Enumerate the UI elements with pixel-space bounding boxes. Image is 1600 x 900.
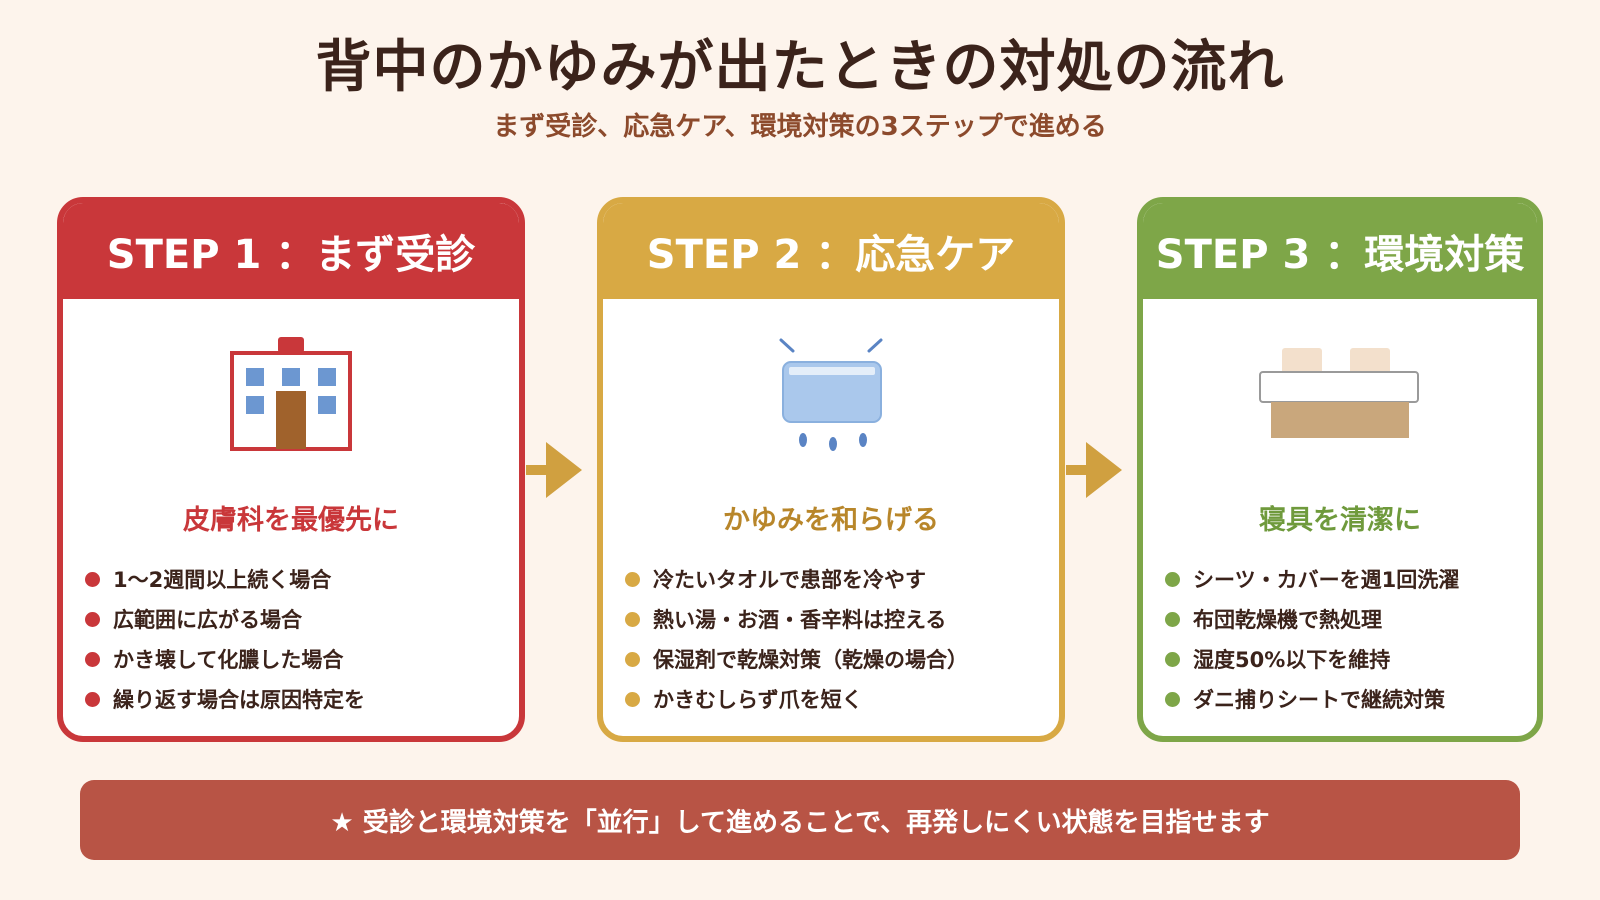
- step-2-list: 冷たいタオルで患部を冷やす 熱い湯・お酒・香辛料は控える 保湿剤で乾燥対策（乾燥…: [603, 551, 1059, 719]
- bullet-dot-icon: [85, 651, 100, 667]
- list-item: ダニ捕りシートで継続対策: [1165, 679, 1537, 719]
- bullet-dot-icon: [1165, 691, 1180, 707]
- list-item: シーツ・カバーを週1回洗濯: [1165, 559, 1537, 599]
- arrow-right-icon: [526, 442, 582, 498]
- page-title: 背中のかゆみが出たときの対処の流れ: [315, 35, 1285, 100]
- list-item: 湿度50%以下を維持: [1165, 639, 1537, 679]
- bullet-dot-icon: [85, 571, 100, 587]
- list-item: 1〜2週間以上続く場合: [85, 559, 519, 599]
- bullet-dot-icon: [625, 611, 640, 627]
- bed-icon: [1259, 348, 1419, 438]
- step-1-subheading: 皮膚科を最優先に: [183, 505, 399, 536]
- step-3-heading: STEP 3 ：環境対策: [1143, 203, 1537, 299]
- bullet-dot-icon: [1165, 611, 1180, 627]
- step-3-list: シーツ・カバーを週1回洗濯 布団乾燥機で熱処理 湿度50%以下を維持 ダニ捕りシ…: [1143, 551, 1537, 719]
- list-item: 布団乾燥機で熱処理: [1165, 599, 1537, 639]
- bullet-dot-icon: [625, 651, 640, 667]
- list-item: 繰り返す場合は原因特定を: [85, 679, 519, 719]
- bullet-dot-icon: [625, 571, 640, 587]
- list-item: かきむしらず爪を短く: [625, 679, 1059, 719]
- list-item: かき壊して化膿した場合: [85, 639, 519, 679]
- bullet-dot-icon: [1165, 571, 1180, 587]
- bullet-dot-icon: [625, 691, 640, 707]
- step-1-heading: STEP 1 ：まず受診: [63, 203, 519, 299]
- cold-towel-icon: [779, 338, 883, 451]
- bullet-dot-icon: [85, 691, 100, 707]
- bullet-dot-icon: [1165, 651, 1180, 667]
- step-1-list: 1〜2週間以上続く場合 広範囲に広がる場合 かき壊して化膿した場合 繰り返す場合…: [63, 551, 519, 719]
- step-3-subheading: 寝具を清潔に: [1259, 505, 1421, 536]
- list-item: 保湿剤で乾燥対策（乾燥の場合）: [625, 639, 1059, 679]
- step-2-subheading: かゆみを和らげる: [723, 505, 939, 536]
- page-subtitle: まず受診、応急ケア、環境対策の3ステップで進める: [493, 112, 1107, 142]
- step-2-heading: STEP 2 ：応急ケア: [603, 203, 1059, 299]
- bullet-dot-icon: [85, 611, 100, 627]
- list-item: 広範囲に広がる場合: [85, 599, 519, 639]
- hospital-icon: [230, 337, 352, 451]
- list-item: 熱い湯・お酒・香辛料は控える: [625, 599, 1059, 639]
- step-2-card: STEP 2 ：応急ケア かゆみを和らげる 冷たいタオルで患部を冷やす 熱い湯・…: [597, 197, 1065, 742]
- step-1-card: STEP 1 ：まず受診 皮膚科を最優先に 1〜2週間以上続く場合 広範囲に広が…: [57, 197, 525, 742]
- summary-banner: ★ 受診と環境対策を「並行」して進めることで、再発しにくい状態を目指せます: [80, 780, 1520, 860]
- step-3-card: STEP 3 ：環境対策 寝具を清潔に シーツ・カバーを週1回洗濯 布団乾燥機で…: [1137, 197, 1543, 742]
- list-item: 冷たいタオルで患部を冷やす: [625, 559, 1059, 599]
- arrow-right-icon: [1066, 442, 1122, 498]
